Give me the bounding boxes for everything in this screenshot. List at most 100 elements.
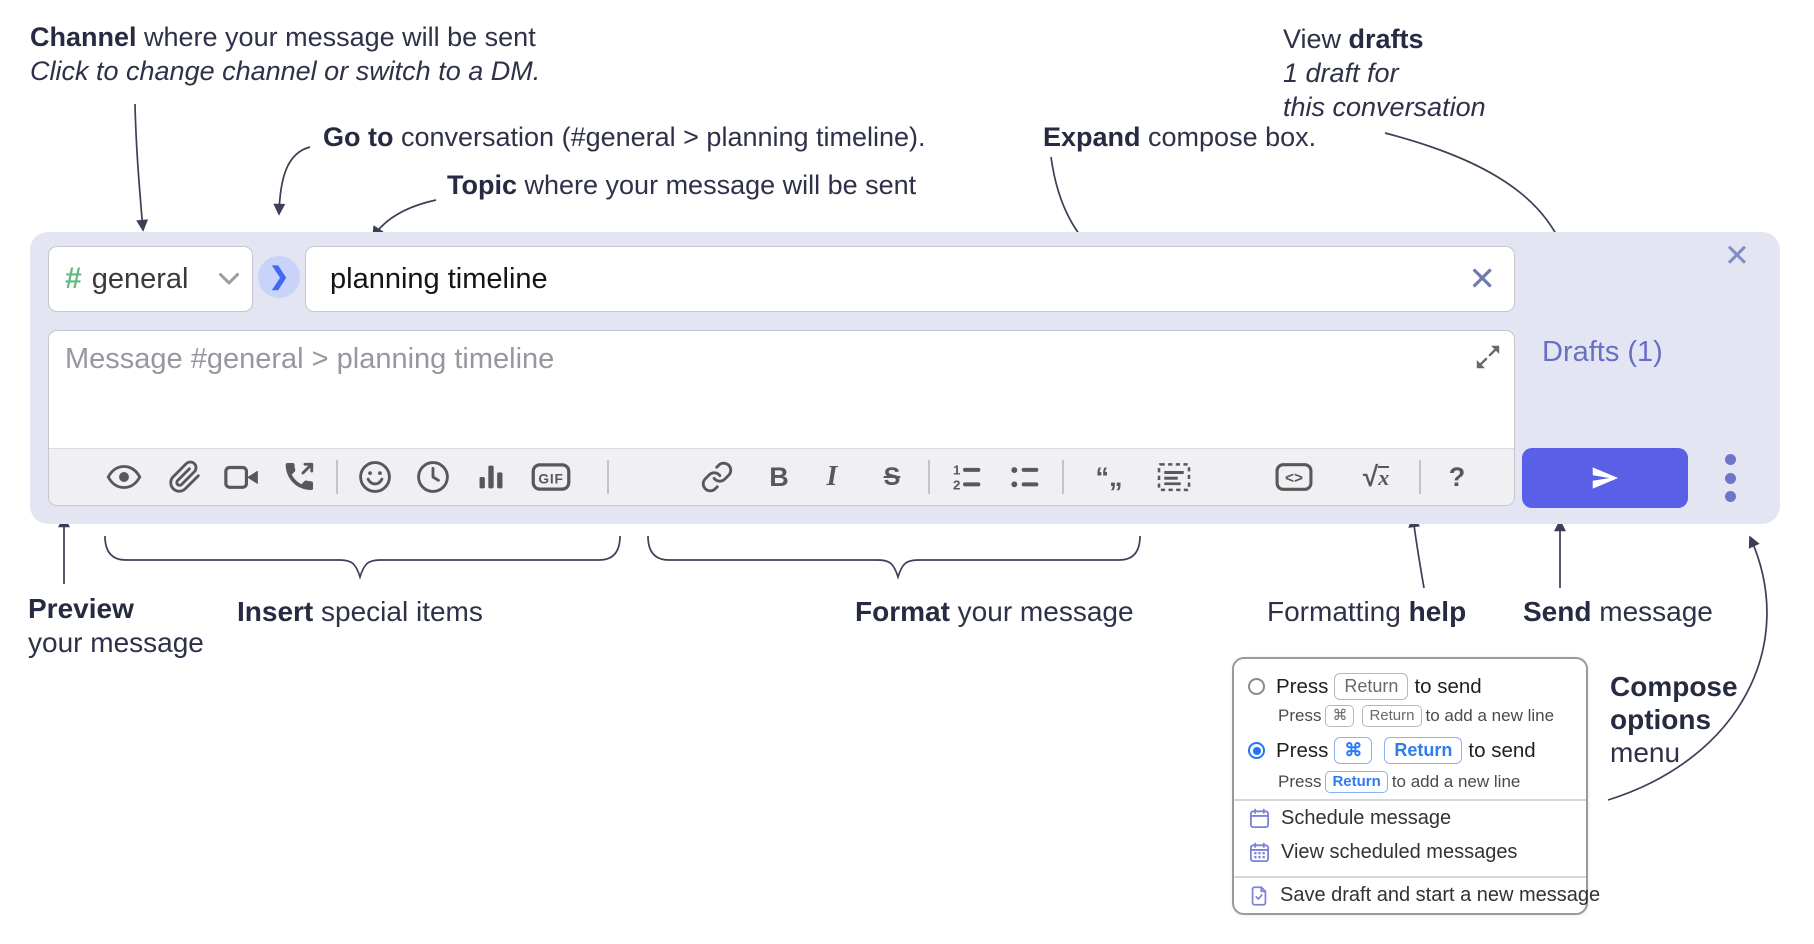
draft-check-icon — [1251, 885, 1267, 906]
brace-insert — [104, 535, 621, 580]
gif-label: GIF — [538, 471, 563, 486]
brace-format — [647, 535, 1141, 580]
annotation-send: Send message — [1523, 595, 1713, 629]
toolbar-divider — [1062, 460, 1064, 494]
kbd-cmd: ⌘ — [1325, 705, 1355, 727]
attach-file-icon[interactable] — [162, 451, 208, 503]
send-shortcut-option-1[interactable]: Press Return to send — [1248, 673, 1482, 700]
option1-tail: to send — [1414, 674, 1482, 698]
video-call-icon[interactable] — [219, 451, 265, 503]
option1-sub-tail: to add a new line — [1425, 706, 1555, 725]
menu-item-label: Save draft and start a new message — [1280, 884, 1601, 906]
calendar-grid-icon — [1249, 842, 1270, 863]
drafts-link[interactable]: Drafts (1) — [1542, 336, 1663, 368]
formatting-help-icon[interactable]: ? — [1448, 461, 1466, 492]
topic-clear-icon[interactable]: ✕ — [1468, 260, 1496, 297]
send-shortcut-option-2[interactable]: Press ⌘ Return to send — [1248, 737, 1536, 764]
option2-sub-press: Press — [1278, 772, 1322, 791]
kbd-return-blue: Return — [1384, 737, 1463, 764]
audio-call-icon[interactable] — [276, 451, 322, 503]
compose-options-menu-button[interactable] — [1710, 454, 1750, 502]
gif-icon[interactable]: GIF — [528, 451, 574, 503]
toolbar-divider — [1419, 460, 1421, 494]
radio-selected[interactable] — [1248, 742, 1265, 759]
annotation-goto: Go to conversation (#general > planning … — [323, 120, 926, 154]
close-compose-icon[interactable]: ✕ — [1724, 238, 1750, 273]
channel-hash-icon: # — [65, 262, 82, 295]
option1-press: Press — [1276, 674, 1329, 698]
time-icon[interactable] — [410, 451, 456, 503]
menu-divider — [1234, 799, 1586, 801]
annotation-goto-bold: Go to — [323, 122, 394, 152]
send-shortcut-option-1-sub: Press ⌘ Return to add a new line — [1278, 705, 1554, 727]
code-icon[interactable]: <> — [1271, 451, 1317, 503]
kbd-return: Return — [1362, 705, 1422, 727]
annotation-topic: Topic where your message will be sent — [447, 168, 916, 202]
italic-icon[interactable]: I — [826, 461, 838, 492]
compose-box: # general ❯ ✕ ✕ — [30, 232, 1780, 524]
spoiler-icon[interactable] — [1151, 451, 1197, 503]
bold-icon[interactable]: B — [769, 461, 789, 492]
menu-item-schedule-message[interactable]: Schedule message — [1248, 807, 1451, 830]
bulleted-list-icon[interactable] — [1002, 451, 1048, 503]
quote-icon[interactable]: “„ — [1095, 461, 1123, 492]
send-icon — [1592, 467, 1619, 489]
poll-icon[interactable] — [468, 451, 514, 503]
toolbar-divider — [607, 460, 609, 494]
topic-input[interactable] — [328, 261, 1454, 297]
channel-selector[interactable]: # general — [48, 246, 253, 312]
option2-press: Press — [1276, 738, 1329, 762]
annotation-format: Format your message — [855, 595, 1134, 629]
annotation-help: Formatting help — [1267, 595, 1466, 629]
svg-text:1: 1 — [953, 462, 961, 477]
calendar-icon — [1249, 808, 1270, 829]
annotation-topic-bold: Topic — [447, 170, 517, 200]
send-button[interactable] — [1522, 448, 1688, 508]
annotation-drafts-pre: View — [1283, 24, 1349, 54]
menu-item-view-scheduled[interactable]: View scheduled messages — [1248, 841, 1517, 864]
connector-help — [1408, 515, 1425, 589]
topic-input-box: ✕ — [305, 246, 1515, 312]
math-icon[interactable]: √x — [1362, 461, 1390, 492]
annotation-preview: Preview your message — [28, 592, 204, 660]
svg-text:2: 2 — [953, 478, 960, 493]
emoji-icon[interactable] — [352, 451, 398, 503]
annotation-preview-line2: your message — [28, 627, 204, 658]
option2-tail: to send — [1468, 738, 1536, 762]
connector-channel — [134, 103, 149, 232]
message-input[interactable] — [63, 341, 1447, 445]
toolbar-divider — [336, 460, 338, 494]
kbd-return: Return — [1334, 673, 1409, 700]
annotation-channel-italic: Click to change channel or switch to a D… — [30, 56, 541, 86]
radio-unselected[interactable] — [1248, 678, 1265, 695]
strikethrough-icon[interactable]: S — [883, 462, 901, 491]
message-box: GIF B I S 12 “„ — [48, 330, 1515, 506]
menu-item-label: Schedule message — [1281, 807, 1452, 829]
annotation-drafts-line2: 1 draft for — [1283, 58, 1399, 88]
connector-goto — [273, 146, 311, 216]
annotation-preview-bold: Preview — [28, 593, 134, 624]
compose-options-menu: Press Return to send Press ⌘ Return to a… — [1232, 657, 1600, 915]
menu-item-save-draft[interactable]: Save draft and start a new message — [1248, 884, 1600, 907]
kbd-return-blue: Return — [1325, 771, 1388, 793]
chevron-down-icon — [219, 273, 239, 285]
annotation-channel-rest: where your message will be sent — [136, 22, 536, 52]
goto-conversation-button[interactable]: ❯ — [258, 256, 300, 298]
annotation-expand-rest: compose box. — [1140, 122, 1317, 152]
link-icon[interactable] — [694, 451, 740, 503]
annotation-compose-options-line1: Compose — [1610, 671, 1738, 702]
annotation-goto-rest: conversation (#general > planning timeli… — [393, 122, 926, 152]
annotation-compose-options-line2: options — [1610, 704, 1712, 735]
menu-item-label: View scheduled messages — [1281, 841, 1518, 863]
annotation-drafts-line3: this conversation — [1283, 92, 1486, 122]
annotation-insert-rest: special items — [313, 596, 483, 627]
annotation-help-bold: help — [1408, 596, 1467, 627]
annotation-compose-options-line3: menu — [1610, 737, 1681, 768]
annotation-help-pre: Formatting — [1267, 596, 1409, 627]
expand-compose-icon[interactable] — [1474, 343, 1502, 371]
menu-divider — [1234, 876, 1586, 878]
send-shortcut-option-2-sub: Press Return to add a new line — [1278, 771, 1520, 793]
preview-icon[interactable] — [101, 451, 147, 503]
